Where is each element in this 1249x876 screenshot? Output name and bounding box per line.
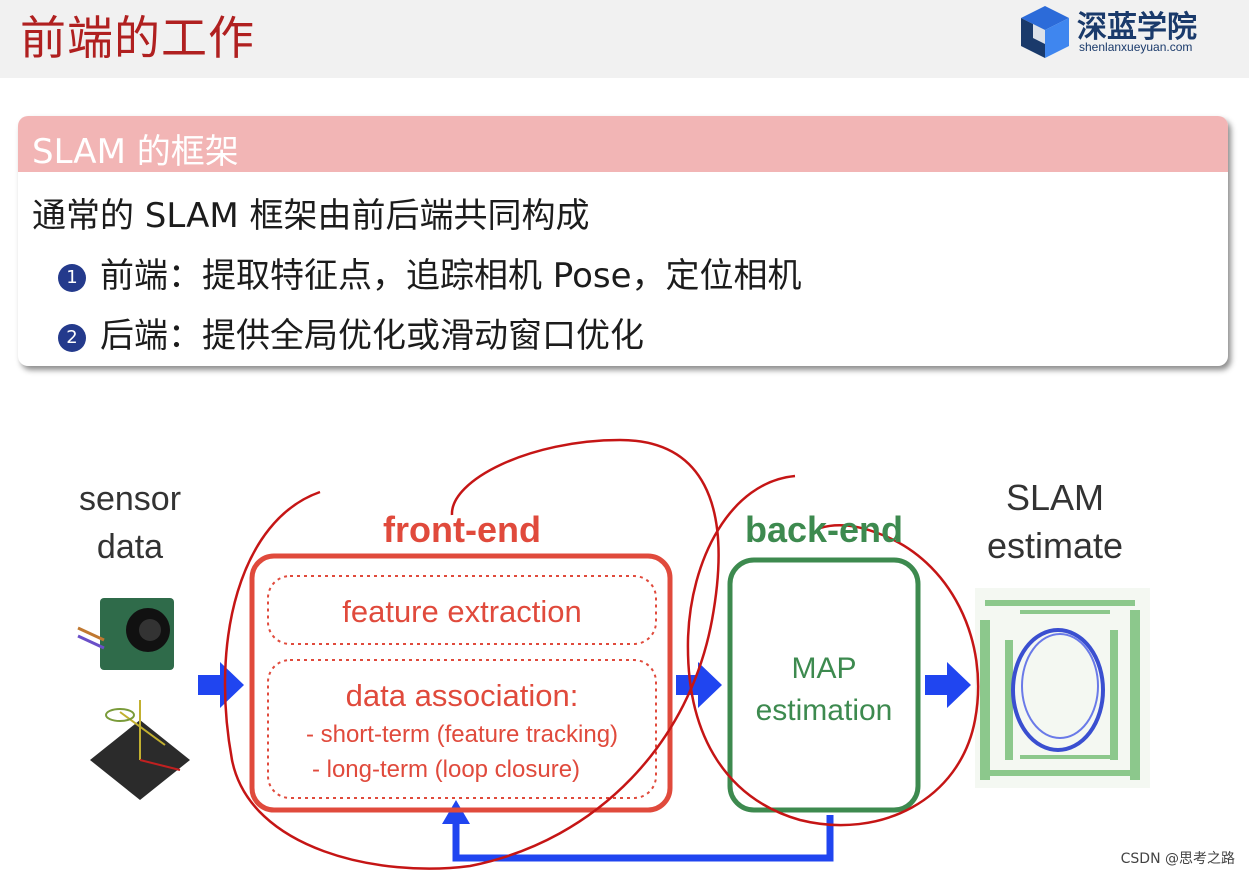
list-item-text: 前端：提取特征点，追踪相机 Pose，定位相机 <box>100 256 802 296</box>
frontend-box <box>249 553 673 813</box>
map-label-line2: estimation <box>756 694 893 727</box>
imu-sensor-image <box>90 700 190 800</box>
intro-text: 通常的 SLAM 框架由前后端共同构成 <box>32 196 590 236</box>
backend-box <box>727 557 921 813</box>
sensor-label-line1: sensor <box>79 480 181 518</box>
logo: 深蓝学院 shenlanxueyuan.com <box>1017 4 1227 60</box>
slam-framework-block: SLAM 的框架 通常的 SLAM 框架由前后端共同构成 1 前端：提取特征点，追… <box>18 116 1228 366</box>
number-badge: 2 <box>58 324 86 352</box>
slam-estimate-image <box>975 588 1150 788</box>
block-title: SLAM 的框架 <box>32 132 239 172</box>
csdn-watermark: CSDN @思考之路 <box>1120 851 1235 867</box>
data-association-box <box>267 659 657 799</box>
backend-title: back-end <box>745 509 903 550</box>
camera-sensor-image <box>77 598 174 670</box>
slam-estimate-line1: SLAM <box>1006 477 1104 518</box>
annotation-circle-frontend <box>223 438 720 870</box>
logo-cube-icon <box>1021 6 1069 58</box>
annotation-circle-backend <box>686 474 980 827</box>
slide-header: 前端的工作 深蓝学院 shenlanxueyuan.com <box>0 0 1249 78</box>
arrow-backend-to-estimate <box>925 662 971 708</box>
feature-extraction-box <box>267 575 657 645</box>
logo-name: 深蓝学院 <box>1077 10 1197 45</box>
logo-url: shenlanxueyuan.com <box>1079 40 1193 54</box>
short-term-label: - short-term (feature tracking) <box>306 721 618 748</box>
data-association-label: data association: <box>346 678 579 713</box>
map-label-line1: MAP <box>791 652 856 685</box>
arrow-sensor-to-frontend <box>198 662 244 708</box>
frontend-title: front-end <box>383 509 541 550</box>
slam-estimate-line2: estimate <box>987 525 1123 566</box>
feature-extraction-label: feature extraction <box>342 594 582 629</box>
list-item: 2 后端：提供全局优化或滑动窗口优化 <box>58 308 644 357</box>
number-badge: 1 <box>58 264 86 292</box>
sensor-label-line2: data <box>97 528 163 566</box>
long-term-label: - long-term (loop closure) <box>312 756 580 783</box>
list-item-text: 后端：提供全局优化或滑动窗口优化 <box>100 316 644 356</box>
page-title: 前端的工作 <box>20 11 255 65</box>
list-item: 1 前端：提取特征点，追踪相机 Pose，定位相机 <box>58 248 802 297</box>
block-header: SLAM 的框架 <box>18 116 1228 172</box>
